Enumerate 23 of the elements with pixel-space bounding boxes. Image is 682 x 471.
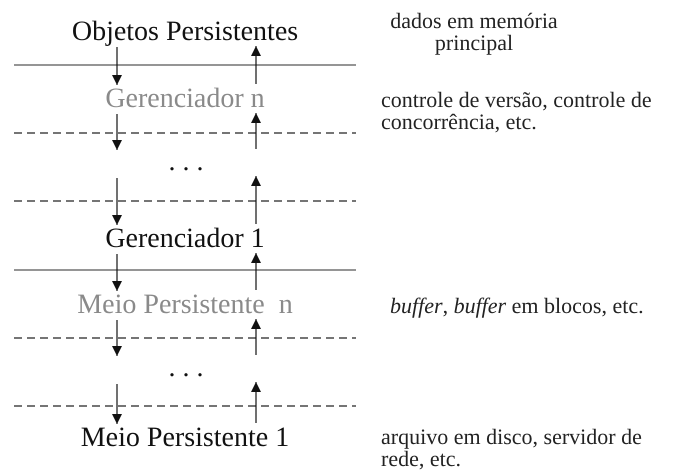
arrow	[251, 176, 261, 224]
ellipsis-text: . . .	[168, 354, 204, 382]
layer-label: Objetos Persistentes	[72, 18, 298, 46]
note-text: controle de versão, controle de concorrência, etc.	[381, 89, 653, 133]
arrow	[112, 384, 122, 424]
ellipsis-text: . . .	[168, 148, 204, 176]
arrow	[112, 47, 122, 85]
arrow	[112, 254, 122, 291]
arrow	[112, 114, 122, 150]
arrow	[112, 320, 122, 356]
note-text: buffer, buffer em blocos, etc.	[390, 295, 645, 317]
layer-label: Gerenciador 1	[105, 225, 265, 253]
arrow	[251, 319, 261, 355]
layer-label: Gerenciador n	[105, 85, 265, 113]
note-text: dados em memória principal	[389, 10, 559, 54]
layer-label: Meio Persistente 1	[80, 424, 290, 452]
arrow	[251, 113, 261, 149]
arrow	[251, 382, 261, 423]
arrow	[112, 178, 122, 225]
arrow	[251, 46, 261, 84]
note-text: arquivo em disco, servidor de rede, etc.	[381, 426, 643, 470]
arrow	[251, 253, 261, 290]
layer-label: Meio Persistente n	[77, 291, 293, 319]
